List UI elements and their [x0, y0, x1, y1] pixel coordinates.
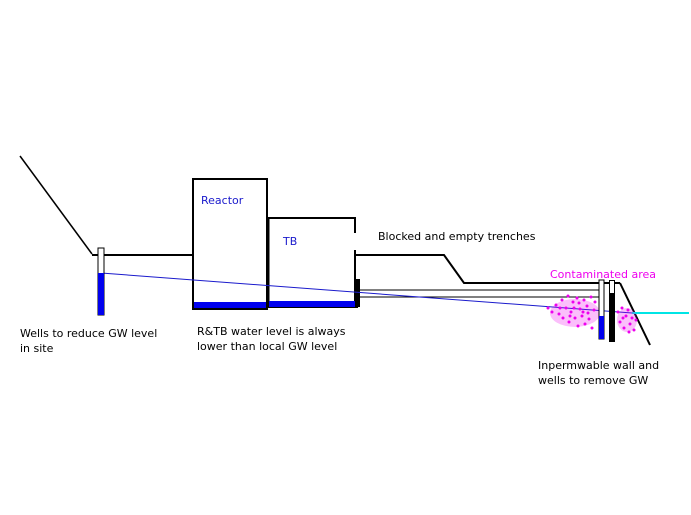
turbine-building — [267, 217, 356, 307]
rtb-water-level-label: R&TB water level is always lower than lo… — [197, 324, 346, 354]
wells-label-line2: in site — [20, 342, 54, 355]
trenches-label: Blocked and empty trenches — [378, 230, 536, 243]
rtb-label-line1: R&TB water level is always — [197, 325, 346, 338]
wells-label: Wells to reduce GW level in site — [20, 326, 157, 356]
impermeable-wall-label: Inpermwable wall and wells to remove GW — [538, 358, 659, 388]
ground-slope-left — [19, 155, 93, 255]
impermeable-wall — [609, 280, 615, 342]
reactor-water-level — [194, 302, 266, 308]
left-well-water — [98, 273, 104, 315]
right-well-water — [599, 316, 604, 339]
groundwater-level-line — [100, 272, 633, 314]
contamination-cloud — [546, 294, 638, 334]
contaminated-area-label: Contaminated area — [550, 268, 657, 281]
wells-label-line1: Wells to reduce GW level — [20, 327, 158, 340]
rtb-label-line2: lower than local GW level — [197, 340, 338, 353]
tb-label: TB — [283, 235, 298, 248]
impermeable-wall-top — [610, 281, 614, 293]
trench-plug — [355, 279, 360, 307]
turbine-water-level — [269, 301, 355, 307]
reactor-label: Reactor — [201, 194, 244, 207]
ground-surface-right — [356, 254, 620, 284]
wall-label-line1: Inpermwable wall and — [538, 359, 660, 372]
wall-label-line2: wells to remove GW — [538, 374, 649, 387]
